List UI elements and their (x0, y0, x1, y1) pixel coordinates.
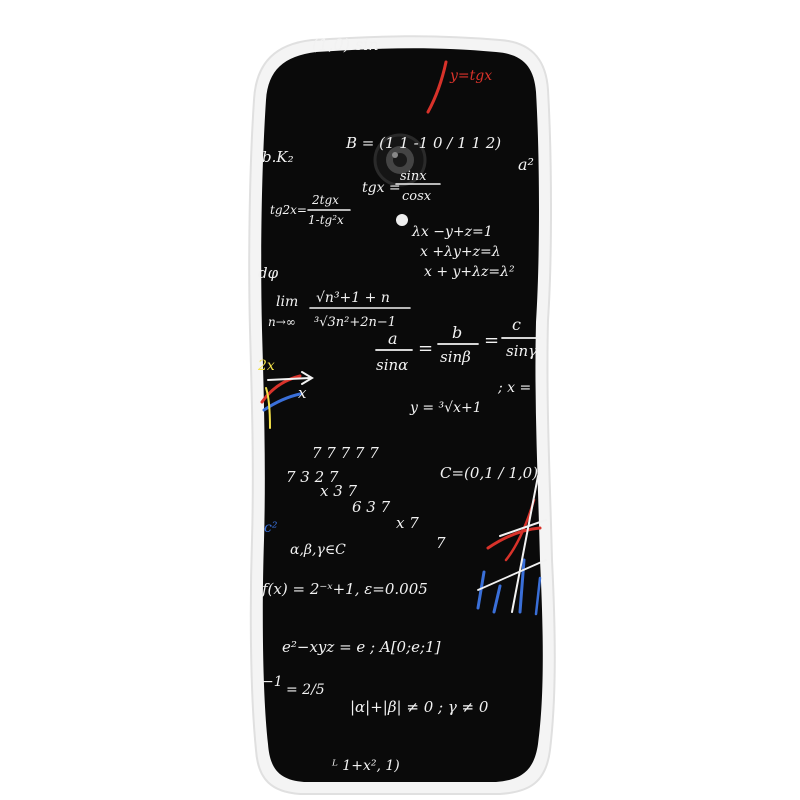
chalk-strokes (267, 183, 547, 613)
formula-ix: ; x = (497, 380, 531, 396)
formula-c2: c² (264, 520, 278, 536)
formula-tg2x-num: 2tgx (311, 193, 339, 207)
case-panel (261, 48, 543, 783)
formula-tg2x-lhs: tg2x= (270, 203, 307, 217)
camera-lens-icon (373, 133, 427, 187)
formula-numbers-5: x 7 (396, 514, 419, 532)
formula-alpha-set: α,β,γ∈C (290, 542, 346, 558)
formula-sine-c-den: sinγ (506, 342, 537, 360)
flash-icon (396, 214, 408, 226)
formula-equals-2: = (484, 330, 499, 351)
formula-sine-c-num: c (512, 315, 521, 334)
formula-tgx-num: sinx (400, 169, 427, 184)
formula-cuberoot: y = ³√x+1 (409, 400, 482, 416)
formula-layer: (1,0) sin y=tgx B = (1 1 -1 0 / 1 1 2) b… (257, 35, 538, 774)
formula-abs-line: |α|+|β| ≠ 0 ; γ ≠ 0 (350, 698, 489, 716)
formula-top-cut: (1,0) sin (312, 35, 379, 54)
formula-system-1: λx −y+z=1 (411, 224, 493, 240)
formula-sine-b-num: b (452, 323, 462, 342)
formula-matrix-c: C=(0,1 / 1,0) (440, 464, 538, 482)
formula-lim: lim (276, 294, 298, 310)
formula-system-2: x +λy+z=λ (420, 244, 501, 260)
formula-sine-b-den: sinβ (440, 348, 471, 366)
formula-matrix-b: B = (1 1 -1 0 / 1 1 2) (345, 134, 501, 152)
formula-tg2x-den: 1-tg²x (308, 213, 344, 227)
formula-tgx-den: cosx (402, 189, 432, 204)
formula-system-3: x + y+λz=λ² (424, 264, 515, 280)
formula-dphi: dφ (258, 264, 279, 282)
formula-sine-a-den: sinα (376, 356, 408, 374)
formula-y-tgx: y=tgx (449, 68, 492, 84)
formula-bk2: b.K₂ (262, 148, 294, 166)
formula-lim-den: ³√3n²+2n−1 (314, 315, 396, 330)
formula-numbers-1: 7 7 7 7 7 (312, 444, 379, 462)
formula-sine-a-num: a (388, 329, 398, 348)
formula-numbers-4: 6 3 7 (352, 498, 391, 516)
formula-x-axis: x (298, 384, 307, 402)
formula-frac-cut: −1 (262, 674, 283, 690)
formula-numbers-6: 7 (436, 534, 446, 552)
formula-two-fifths: = 2/5 (286, 682, 325, 698)
formula-numbers-2: 7 3 2 7 (286, 468, 339, 486)
formula-tgx-lhs: tgx = (362, 180, 401, 196)
formula-lim-num: √n³+1 + n (316, 290, 390, 306)
formula-lim-sub: n→∞ (268, 315, 296, 329)
formula-numbers-3: x 3 7 (320, 482, 358, 500)
formula-e2: e²−xyz = e ; A[0;e;1] (282, 638, 441, 656)
formula-bottom: ᴸ 1+x², 1) (331, 758, 400, 774)
formula-equals-1: = (418, 338, 433, 359)
formula-a2: a² (518, 155, 534, 174)
formula-fx: f(x) = 2⁻ˣ+1, ε=0.005 (261, 580, 428, 598)
formula-2x: 2x (257, 358, 275, 374)
